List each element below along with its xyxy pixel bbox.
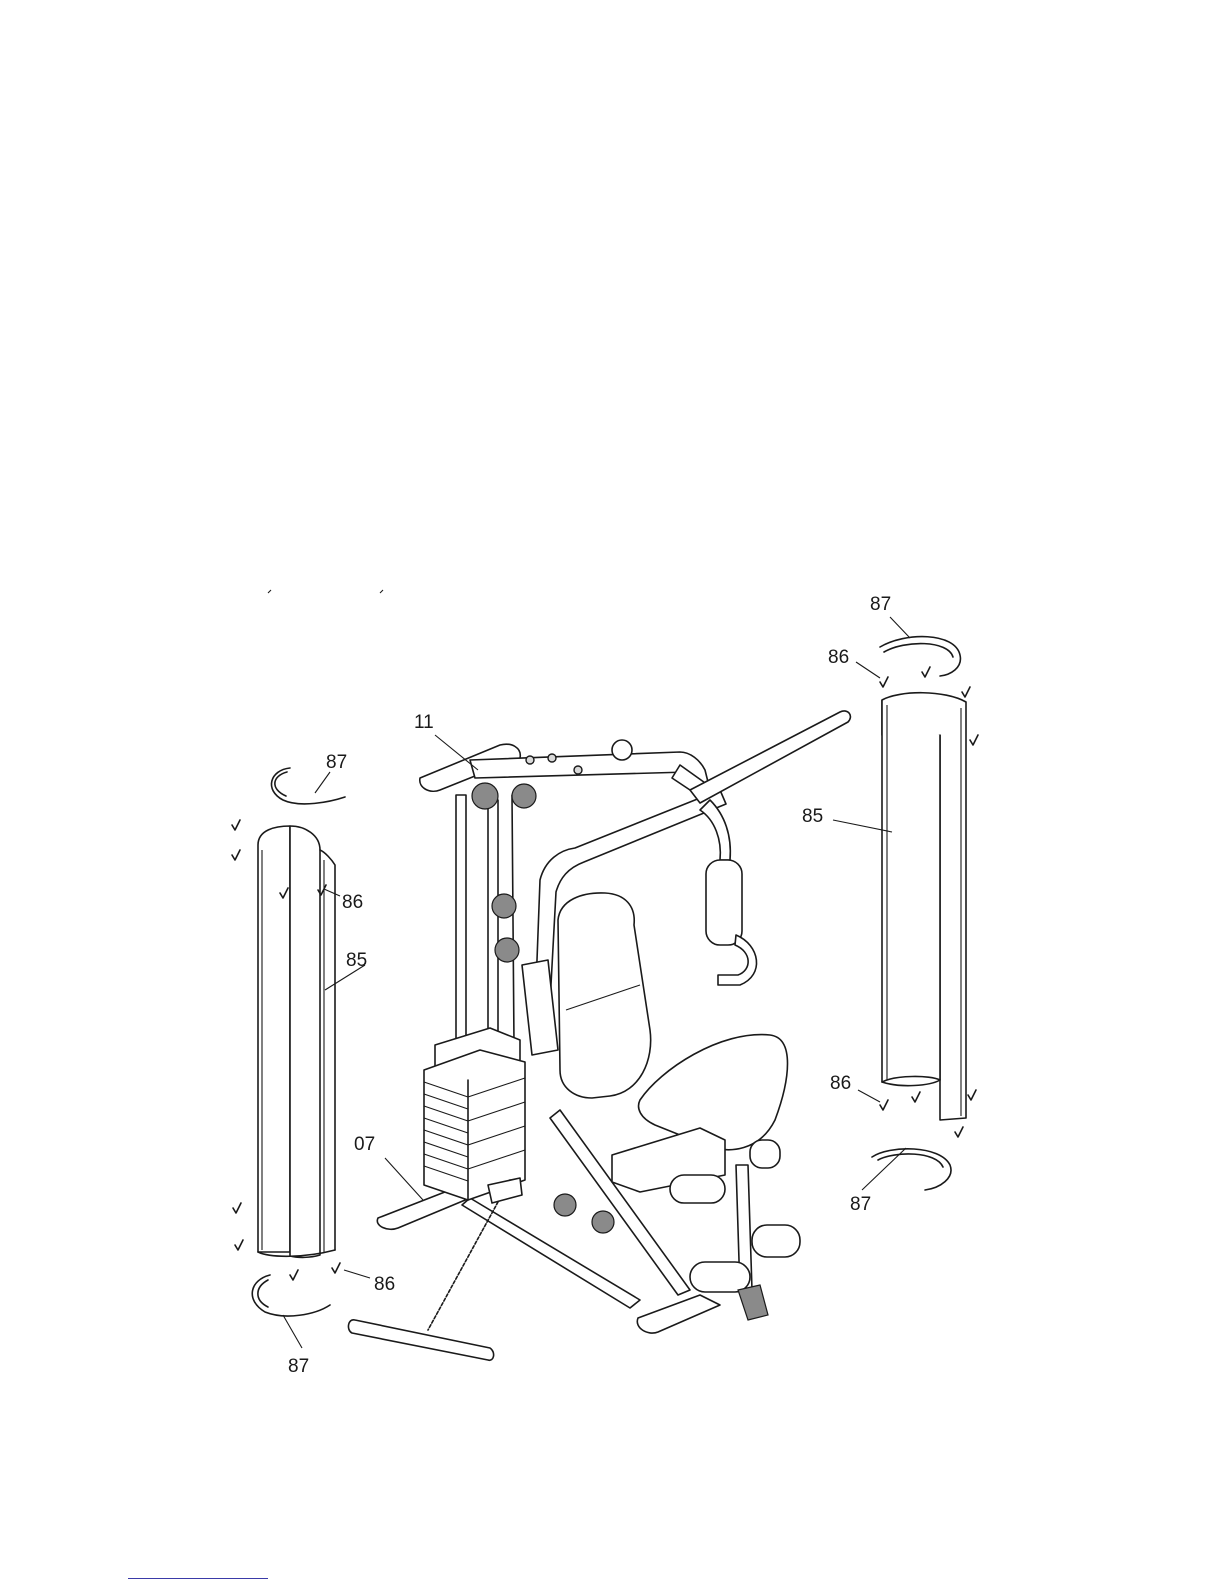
- footer-rule: [128, 1578, 268, 1579]
- callout-86-bottom-left: 86: [374, 1274, 395, 1295]
- callout-07: 07: [354, 1134, 375, 1155]
- callout-87-top-left: 87: [326, 752, 347, 773]
- stray-marks: [268, 590, 383, 593]
- callout-87-bottom-right: 87: [850, 1194, 871, 1215]
- callout-87-bottom-left: 87: [288, 1356, 309, 1377]
- callout-87-top-right: 87: [870, 594, 891, 615]
- callout-11: 11: [414, 712, 434, 733]
- right-top-arc-cap: [880, 637, 960, 676]
- callout-86-bottom-right: 86: [830, 1073, 851, 1094]
- left-bottom-arc-cap: [252, 1275, 330, 1316]
- left-top-arc-cap: [271, 768, 345, 804]
- home-gym-machine: [348, 711, 850, 1360]
- callout-86-top-right: 86: [828, 647, 849, 668]
- callout-85-right: 85: [802, 806, 823, 827]
- callout-86-left: 86: [342, 892, 363, 913]
- right-upright-cover: [882, 693, 966, 1120]
- callout-85-left: 85: [346, 950, 367, 971]
